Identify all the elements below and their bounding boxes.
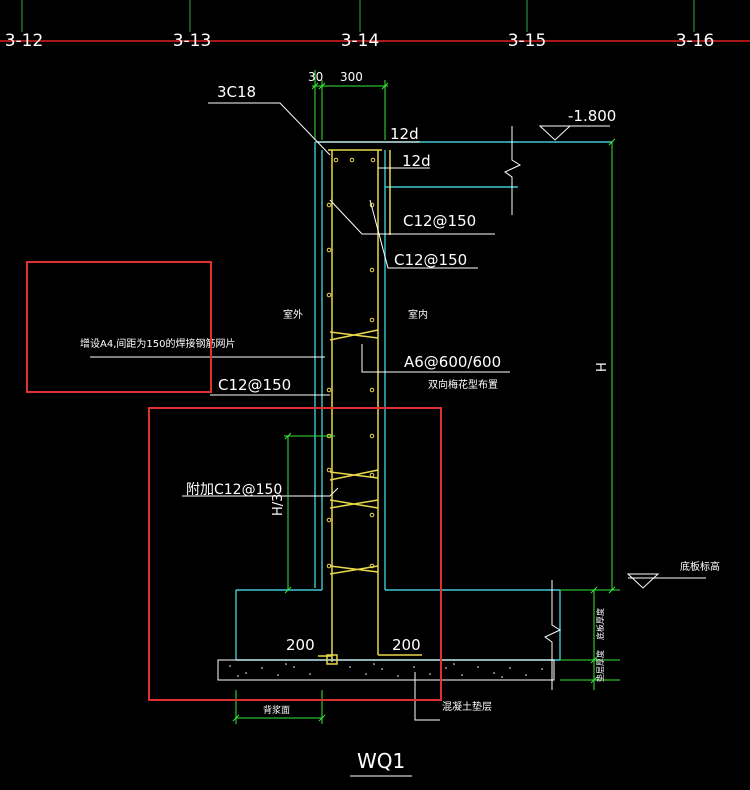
highlight-box-base <box>148 407 442 701</box>
cushion-layer <box>217 659 555 681</box>
dim-h3: H/3 <box>271 494 286 516</box>
outer-bar-label: C12@150 <box>218 376 291 394</box>
axis-label-3-14: 3-14 <box>341 31 380 51</box>
top-dimension <box>311 70 389 140</box>
top-bar-label: 3C18 <box>217 83 256 101</box>
break-line-bottom <box>544 580 562 690</box>
leader-lines <box>90 102 706 721</box>
dim-200-right: 200 <box>392 636 421 654</box>
side-label-a: 底板厚度 <box>595 608 605 640</box>
highlight-box-mesh <box>26 261 212 393</box>
axis-label-3-12: 3-12 <box>5 31 44 51</box>
axis-markers <box>21 0 695 32</box>
add-bar-label: 附加C12@150 <box>186 482 282 498</box>
anchor-label-2: 12d <box>402 152 431 170</box>
dimension-lines <box>232 138 620 724</box>
slab-elev-label: 底板标高 <box>680 560 720 573</box>
tie-label: A6@600/600 <box>404 353 501 371</box>
axis-label-3-16: 3-16 <box>676 31 715 51</box>
slab-elev-symbol <box>626 573 660 589</box>
dim-300: 300 <box>340 70 363 84</box>
dim-h: H <box>595 362 610 372</box>
drawing-title: WQ1 <box>357 749 405 773</box>
dim-30: 30 <box>308 70 323 84</box>
inside-label: 室内 <box>408 308 428 321</box>
anchor-label-1: 12d <box>390 125 419 143</box>
elev-top-label: -1.800 <box>568 107 616 125</box>
tie-note: 双向梅花型布置 <box>428 378 498 391</box>
break-line-top <box>504 126 522 215</box>
inner-bar-label-1: C12@150 <box>403 212 476 230</box>
dim-200-left: 200 <box>286 636 315 654</box>
rebar-ties <box>329 329 379 575</box>
outside-label: 室外 <box>283 308 303 321</box>
cushion-hatch <box>229 663 543 678</box>
cushion-label: 混凝土垫层 <box>442 700 492 713</box>
bottom-left-label: 背浆面 <box>263 704 290 716</box>
inner-bar-label-2: C12@150 <box>394 251 467 269</box>
side-label-b: 垫层厚度 <box>595 650 605 682</box>
mesh-note: 增设A4,间距为150的焊接钢筋网片 <box>80 337 235 350</box>
axis-label-3-15: 3-15 <box>508 31 547 51</box>
elev-top-symbol <box>538 125 572 141</box>
axis-label-3-13: 3-13 <box>173 31 212 51</box>
